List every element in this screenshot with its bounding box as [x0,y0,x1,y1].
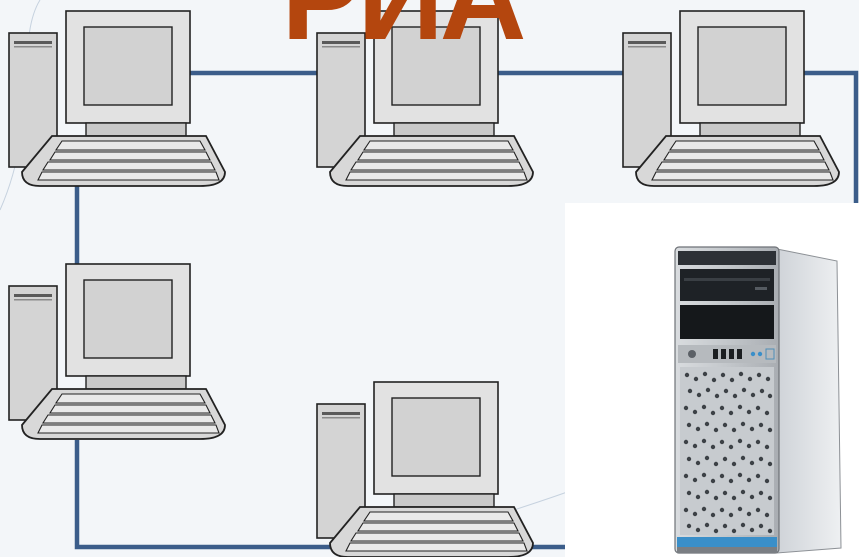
workstation-4 [9,264,225,439]
workstation-1 [9,11,225,186]
desktop-computer-icon [9,11,225,186]
link-ws4-ws5 [77,440,330,547]
workstation-3 [623,11,839,186]
diagram-title: РИА [272,0,532,58]
server [565,203,859,557]
tower-server-icon [565,203,859,557]
desktop-computer-icon [9,264,225,439]
desktop-computer-icon [317,382,533,557]
workstation-5 [317,382,533,557]
desktop-computer-icon [623,11,839,186]
